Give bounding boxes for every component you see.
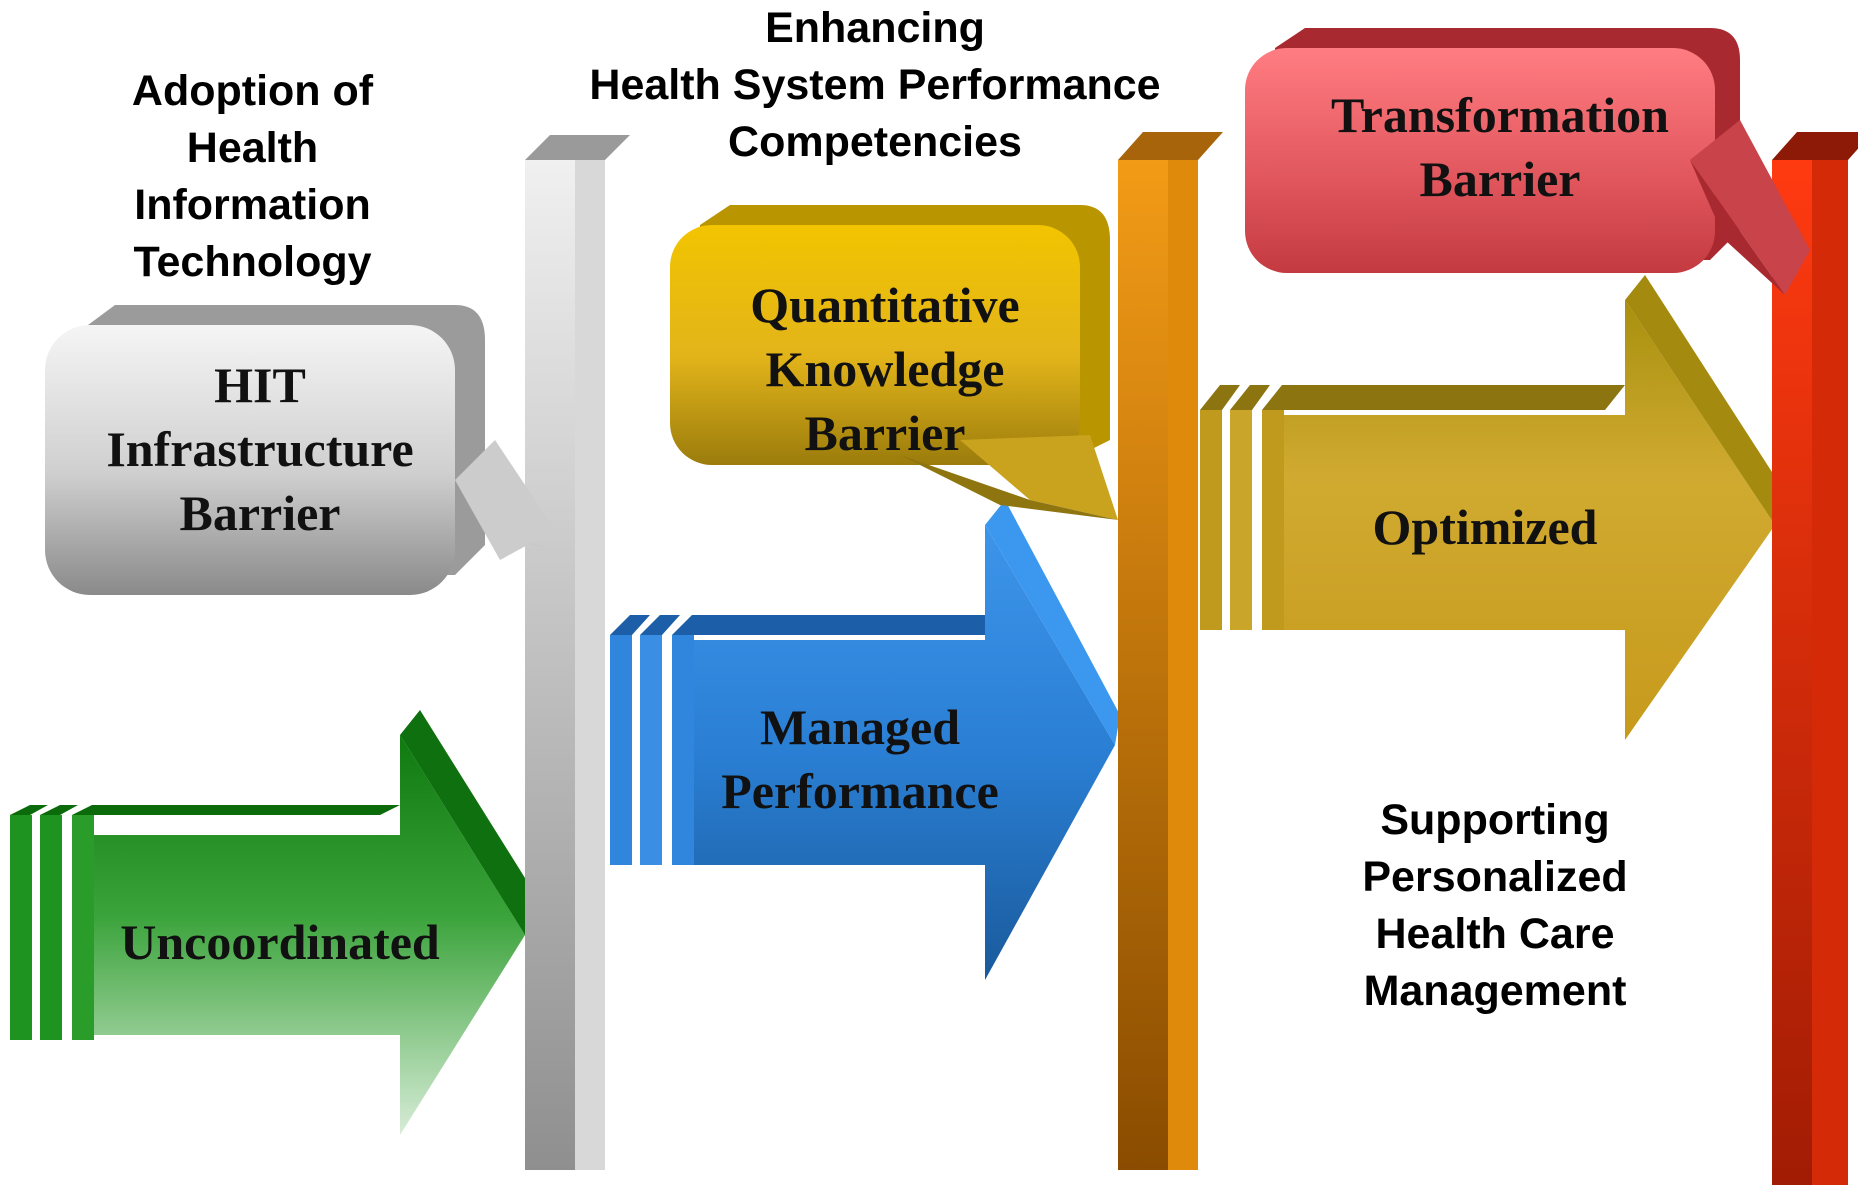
uncoordinated-arrow xyxy=(10,710,545,1135)
uncoordinated-label: Uncoordinated xyxy=(120,914,440,970)
optimized-arrow xyxy=(1200,275,1790,740)
red-pillar xyxy=(1772,132,1858,1185)
managed-performance-label: Managed Performance xyxy=(721,699,999,819)
heading-enhancing: Enhancing Health System Performance Comp… xyxy=(589,4,1161,166)
hit-barrier-label: HIT Infrastructure Barrier xyxy=(106,357,414,541)
managed-performance-arrow xyxy=(610,500,1120,980)
orange-pillar xyxy=(1118,132,1223,1170)
transformation-barrier-label: Transformation Barrier xyxy=(1331,87,1669,207)
hit-barrier-callout xyxy=(45,305,555,595)
heading-supporting: Supporting Personalized Health Care Mana… xyxy=(1362,796,1628,1015)
transformation-barrier-callout xyxy=(1245,28,1810,295)
grey-pillar xyxy=(525,135,630,1170)
quantitative-barrier-label: Quantitative Knowledge Barrier xyxy=(750,277,1020,461)
optimized-label: Optimized xyxy=(1372,499,1598,555)
heading-adoption: Adoption of Health Information Technolog… xyxy=(131,67,374,286)
quantitative-barrier-callout xyxy=(670,205,1118,520)
